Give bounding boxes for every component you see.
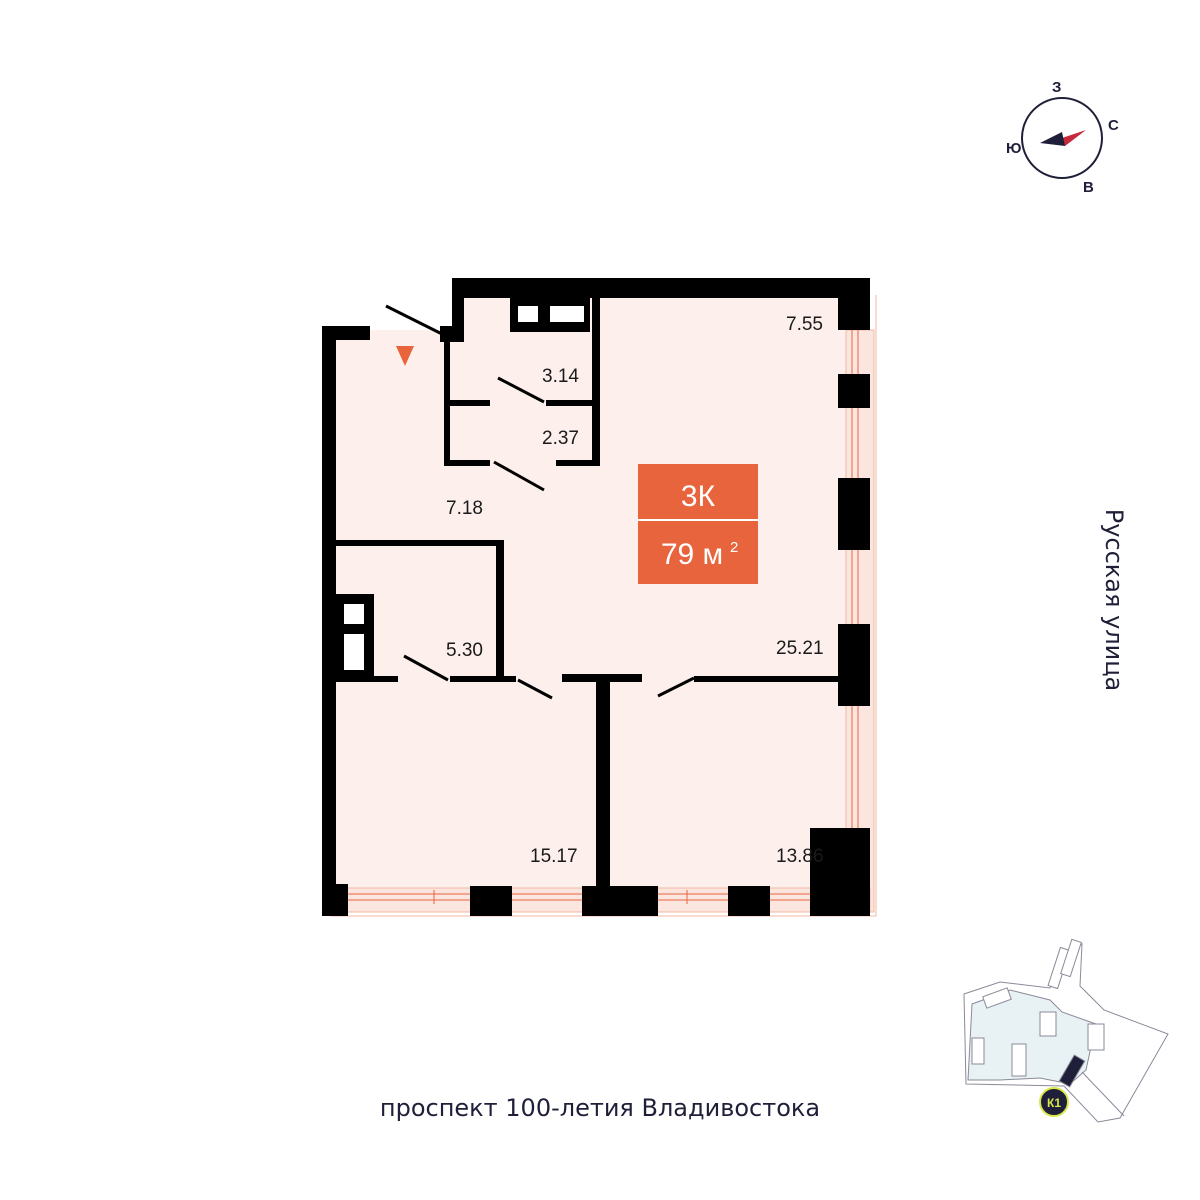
room-area-bedroom-right: 13.86: [776, 846, 824, 867]
wall-pier-bottom-1: [322, 884, 348, 916]
wall-utility-top: [334, 540, 504, 546]
floor-area: [325, 285, 877, 917]
site-building-6: [1011, 1043, 1027, 1077]
apartment-badge: 3К 79 м 2: [638, 464, 758, 584]
site-building-7: [1087, 1023, 1105, 1051]
room-area-wardrobe: 3.14: [542, 366, 579, 387]
door-bathroom: [493, 460, 545, 492]
room-area-living: 25.21: [776, 638, 824, 659]
compass-needle-red: [1062, 130, 1086, 146]
door-wardrobe: [497, 376, 545, 404]
site-road: [1081, 1071, 1125, 1117]
wall-left: [322, 326, 336, 916]
street-label-bottom: проспект 100-летия Владивостока: [380, 1094, 820, 1122]
wall-bedroom-divider: [596, 674, 610, 888]
badge-box: [638, 464, 758, 584]
compass: З С В Ю: [1006, 79, 1119, 196]
wall-bath-divider-left: [444, 400, 490, 406]
building-badge-circle: [1039, 1087, 1069, 1117]
wall-pier-right-3: [838, 624, 870, 706]
door-bedroom-right: [657, 676, 695, 698]
apartment-area-unit-sup: 2: [730, 539, 738, 556]
wall-pier-right-4: [810, 828, 870, 916]
entry-marker-icon: [396, 346, 414, 366]
vent-cutout-1: [518, 306, 538, 322]
street-label-right: Русская улица: [1100, 509, 1128, 692]
site-building-3: [982, 987, 1012, 1009]
wall-bath-right: [592, 296, 600, 466]
utility-cutout-1: [344, 604, 364, 624]
door-entry: [385, 304, 443, 336]
window-strip-right: [845, 329, 875, 913]
compass-east-label: С: [1108, 117, 1119, 134]
window-mullions: [348, 330, 859, 904]
compass-ring: [1021, 97, 1103, 179]
wall-utility-right: [496, 540, 504, 680]
apartment-area-label: 79 м: [661, 538, 723, 571]
wall-pier-right-1: [838, 374, 870, 408]
wall-pier-right-2: [838, 478, 870, 550]
vent-cutout-2: [550, 306, 584, 322]
site-building-badge: К1: [1039, 1087, 1069, 1117]
room-area-kitchen: 7.55: [786, 314, 823, 335]
room-labels: 3.14 2.37 7.18 7.55 5.30 25.21 15.17 13.…: [446, 314, 824, 867]
wall-entry-stub: [440, 326, 464, 342]
site-minimap: [963, 938, 1169, 1123]
wall-top: [456, 278, 870, 298]
compass-west-label: Ю: [1006, 140, 1021, 157]
compass-south-label: В: [1083, 179, 1094, 196]
walls: [322, 278, 870, 916]
wall-pier-bottom-4: [728, 886, 770, 916]
room-area-hallway: 7.18: [446, 498, 483, 519]
wall-top-right-pier: [838, 278, 870, 330]
room-area-bedroom-left: 15.17: [530, 846, 578, 867]
room-area-utility: 5.30: [446, 640, 483, 661]
wall-bath-bottom-left: [444, 460, 490, 466]
wall-bath-divider-right: [546, 400, 594, 406]
wall-utility-bottom-left: [334, 676, 398, 682]
site-building-2: [1060, 938, 1082, 978]
shaft-cutouts: [344, 306, 584, 670]
door-bedroom-left: [517, 678, 553, 700]
compass-north-label: З: [1052, 79, 1061, 96]
door-utility: [403, 654, 449, 682]
room-area-bathroom: 2.37: [542, 428, 579, 449]
site-courtyard: [967, 989, 1097, 1085]
site-building-4: [1039, 1011, 1057, 1037]
compass-needle-dark: [1040, 132, 1065, 146]
site-building-current: [1058, 1054, 1086, 1088]
wall-bedroom-top-right: [694, 676, 840, 682]
apartment-type-label: 3К: [681, 480, 716, 513]
apartment-floor: [326, 285, 870, 912]
wall-pier-bottom-3: [582, 886, 658, 916]
wall-bath-bottom-right: [556, 460, 600, 466]
doors: [385, 304, 695, 700]
utility-cutout-2: [344, 634, 364, 670]
wall-utility-bottom-right: [450, 676, 516, 682]
wall-pier-bottom-2: [470, 886, 512, 916]
building-badge-label: К1: [1047, 1096, 1061, 1110]
site-building-5: [971, 1037, 985, 1065]
